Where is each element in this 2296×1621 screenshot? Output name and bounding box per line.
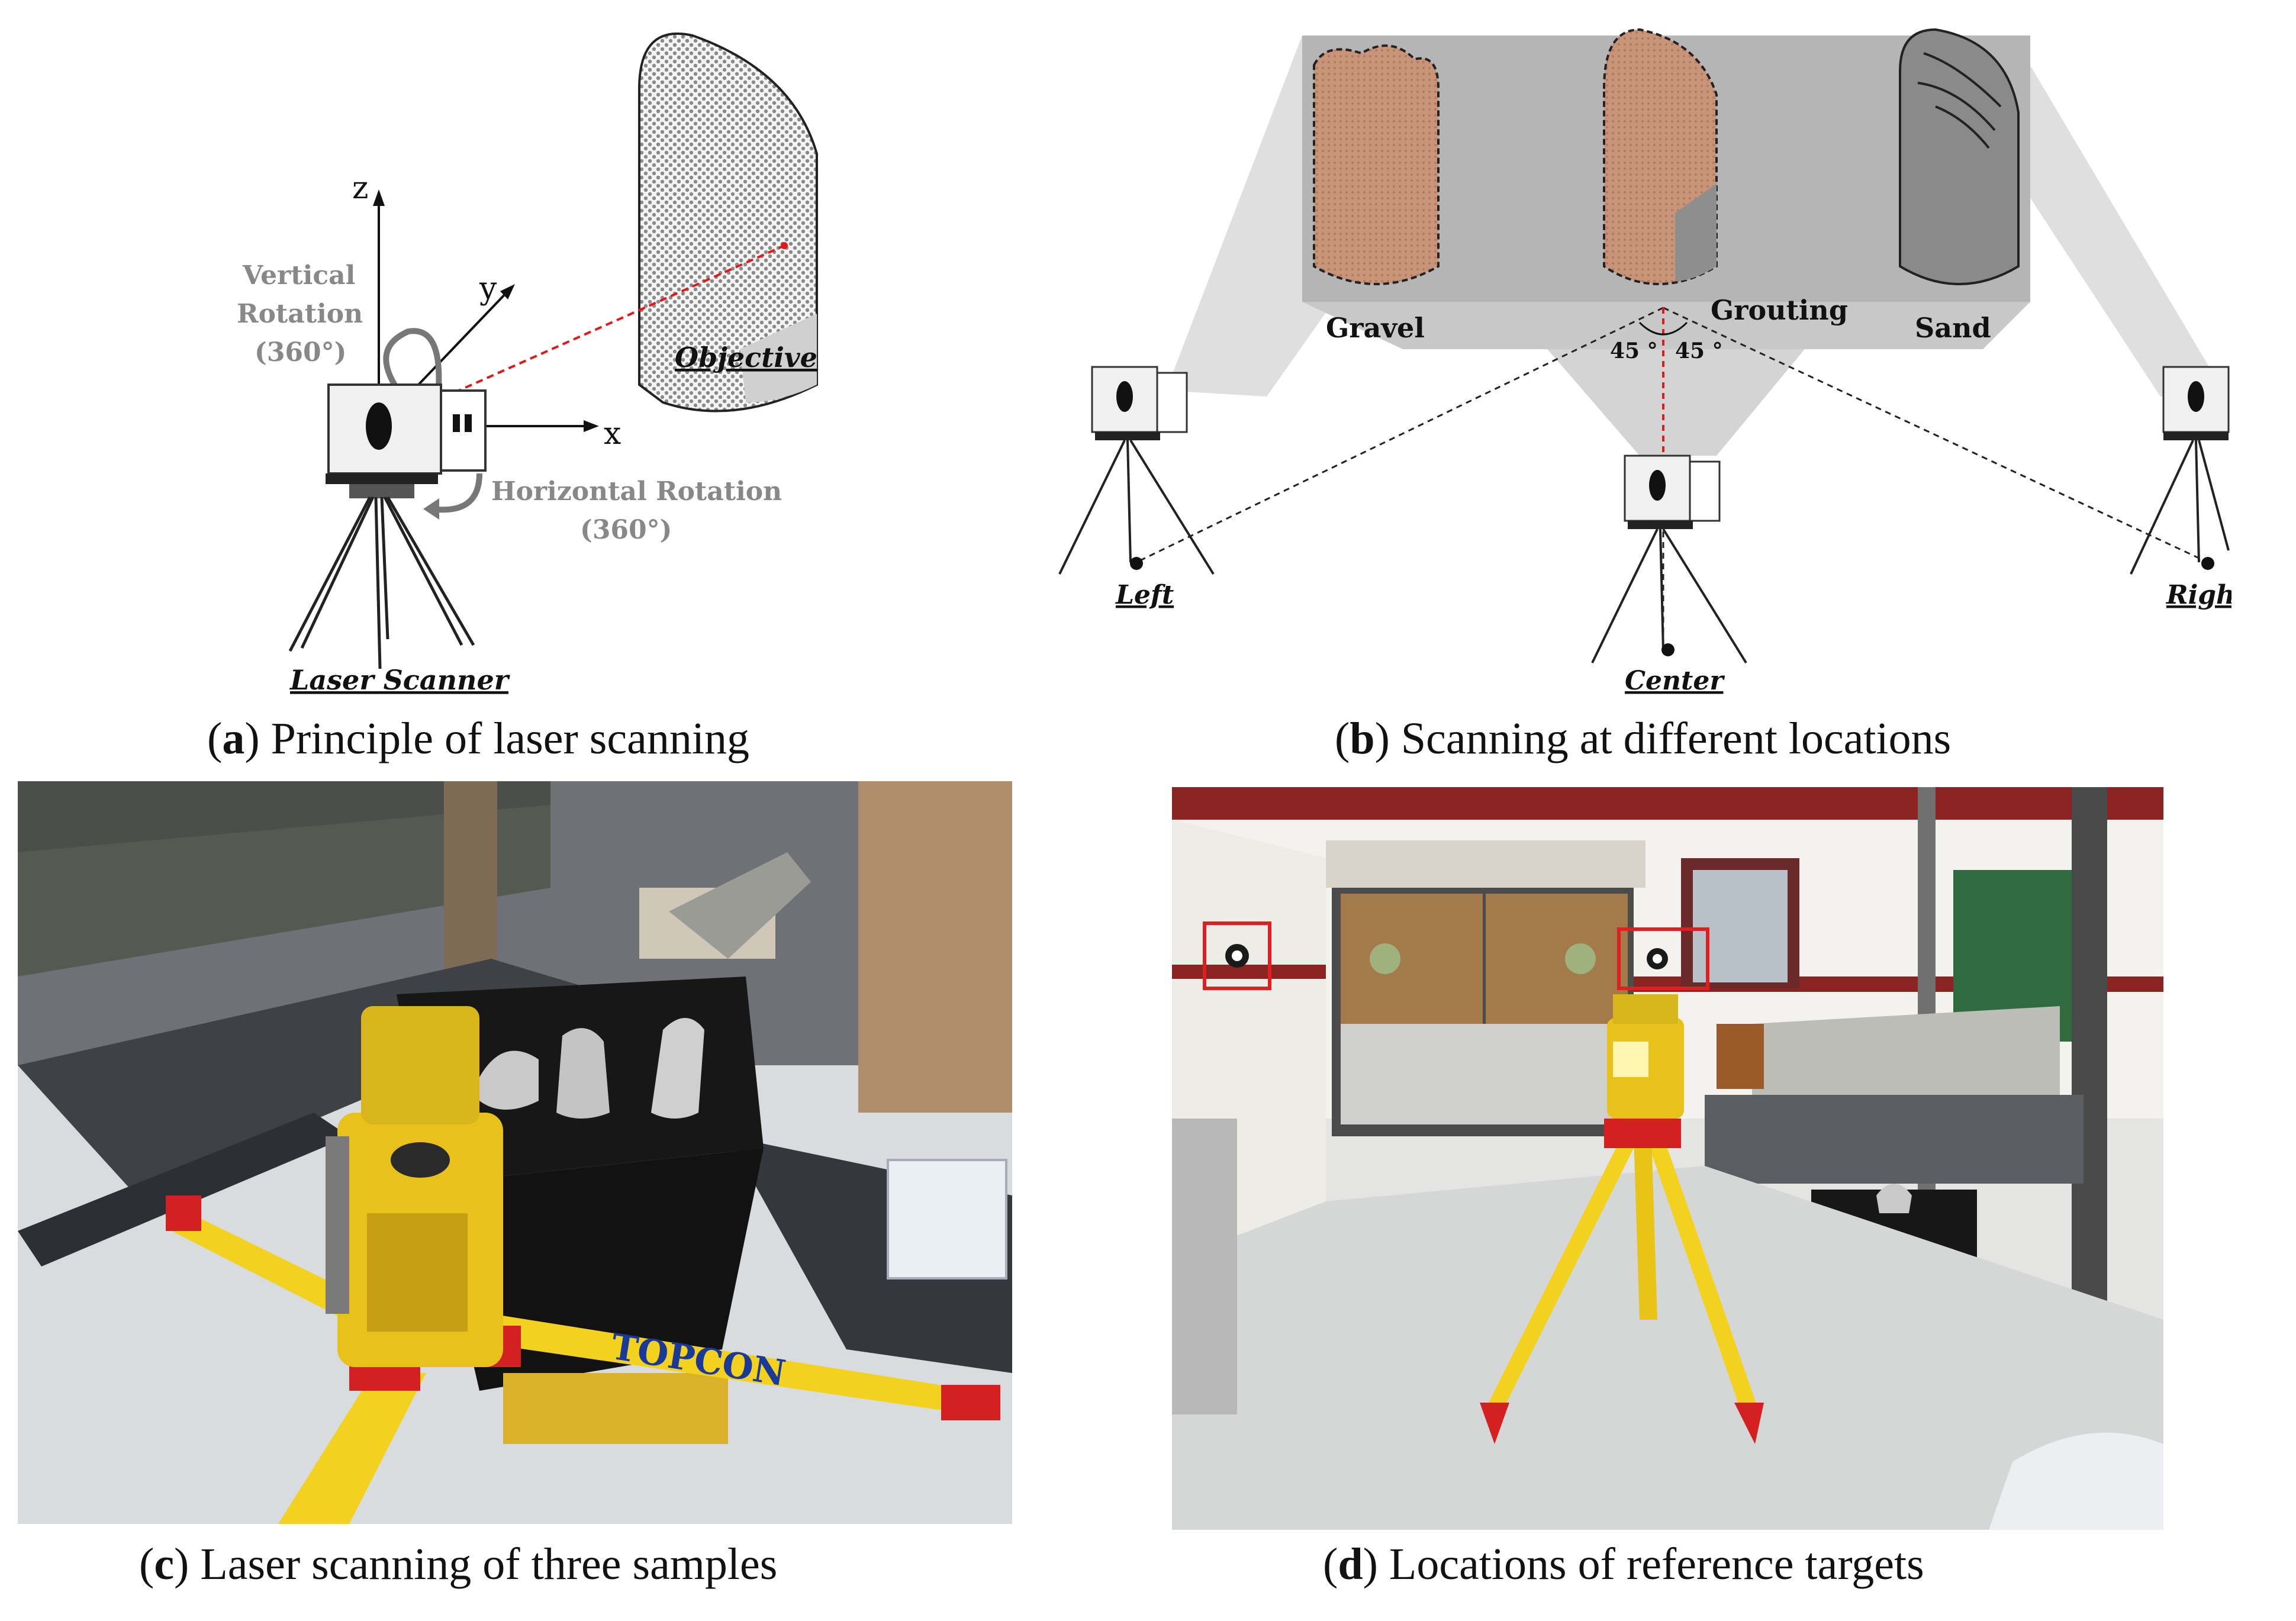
gravel-sample [1313, 44, 1440, 285]
angle-left-label: 45 ° [1610, 339, 1658, 363]
objective-label: Objective [675, 341, 817, 373]
horizontal-rotation-label-2: (360°) [580, 515, 672, 545]
laser-scanning-principle-svg: z y x Vertical Rotation (360°) Horizonta… [237, 32, 818, 696]
axis-y-label: y [479, 271, 497, 307]
caption-b: (b) Scanning at different locations [1335, 714, 1952, 763]
sand-label: Sand [1915, 312, 1991, 344]
vertical-rotation-label-2: Rotation [237, 299, 363, 329]
scanner-tripod [288, 496, 475, 669]
axis-z-label: z [352, 170, 368, 206]
axis-x-label: x [604, 416, 621, 452]
photo-d-illustration [1172, 787, 2163, 1530]
caption-c: (c) Laser scanning of three samples [139, 1539, 778, 1589]
laser-scanner-device [326, 384, 487, 498]
caption-b-letter: b [1350, 714, 1375, 763]
horizontal-rotation-label-1: Horizontal Rotation [491, 476, 782, 507]
caption-b-text: Scanning at different locations [1389, 714, 1952, 763]
objective-cylinder [638, 32, 818, 412]
panel-b-diagram: Gravel Grouting Sand 45 ° 45 ° [1048, 18, 2247, 704]
angle-right-label: 45 ° [1675, 339, 1723, 363]
scanner-right [2130, 366, 2230, 575]
panel-a-diagram: z y x Vertical Rotation (360°) Horizonta… [225, 18, 935, 704]
vertical-rotation-label-3: (360°) [255, 337, 346, 368]
position-left-label: Left [1115, 580, 1174, 610]
vertical-rotation-label-1: Vertical [242, 260, 355, 291]
reference-target-right [1617, 927, 1709, 990]
caption-d-letter: d [1338, 1539, 1363, 1589]
photo-c-lab-scanning: TOPCON [18, 781, 1012, 1524]
scanner-center [1591, 455, 1747, 664]
photo-c-illustration: TOPCON [18, 781, 1012, 1524]
photo-d-scanner [1607, 994, 1684, 1119]
caption-a-text: Principle of laser scanning [259, 714, 749, 763]
position-right-label: Right [2165, 580, 2231, 610]
scanning-locations-svg: Gravel Grouting Sand 45 ° 45 ° [1058, 28, 2247, 696]
grouting-sample [1603, 28, 1718, 285]
laser-scanner-label: Laser Scanner [289, 664, 511, 696]
caption-a: (a) Principle of laser scanning [207, 714, 749, 763]
position-center-label: Center [1625, 666, 1725, 696]
gravel-label: Gravel [1326, 312, 1425, 344]
photo-d-tripod [1480, 1119, 1764, 1444]
caption-d-text: Locations of reference targets [1377, 1539, 1924, 1589]
scanner-left [1058, 366, 1215, 575]
caption-c-text: Laser scanning of three samples [189, 1539, 778, 1589]
sand-sample [1899, 28, 2020, 285]
caption-c-letter: c [154, 1539, 175, 1589]
photo-c-scanner [326, 1006, 503, 1367]
photo-d-reference-targets [1172, 787, 2163, 1530]
reference-target-left [1203, 921, 1271, 990]
caption-a-letter: a [222, 714, 245, 763]
grouting-label: Grouting [1711, 294, 1848, 326]
caption-d: (d) Locations of reference targets [1323, 1539, 1924, 1589]
